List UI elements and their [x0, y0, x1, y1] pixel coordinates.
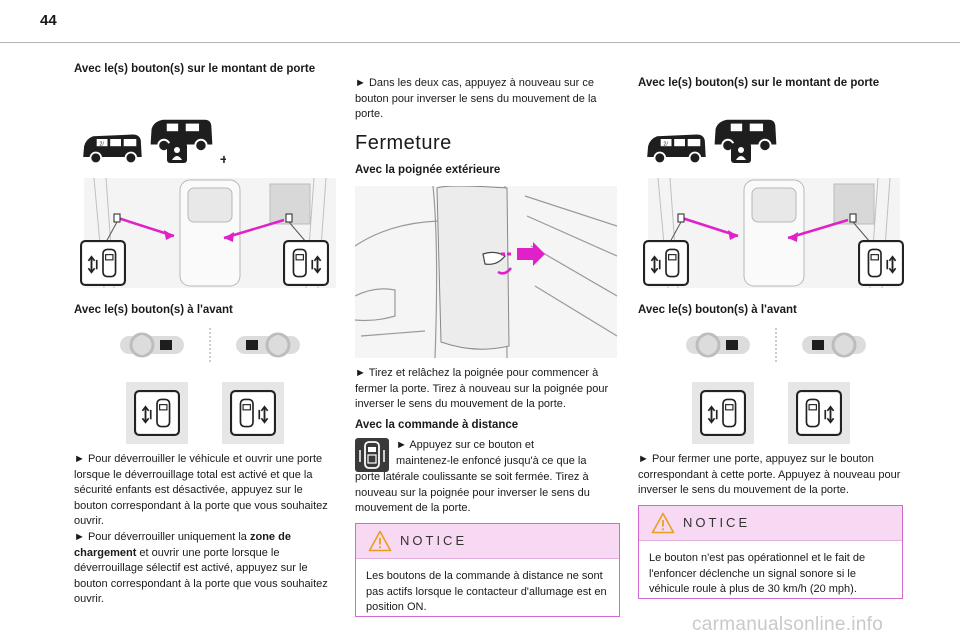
- remote-instructions-line1: ► Appuyez sur ce bouton et: [396, 439, 535, 451]
- heading-remote-control: Avec la commande à distance: [355, 419, 519, 431]
- left-column: Avec le(s) bouton(s) sur le montant de p…: [74, 62, 336, 77]
- van-models-illustration: +: [82, 118, 226, 167]
- front-button-left-icon-2: [692, 382, 754, 444]
- heading-outer-handle: Avec la poignée extérieure: [355, 164, 501, 176]
- outer-handle-illustration: [355, 186, 617, 358]
- notice-text: Les boutons de la commande à distance ne…: [366, 570, 607, 613]
- front-button-left-icon: [126, 382, 188, 444]
- page-number: 44: [40, 12, 57, 29]
- load-zone-instructions: ► Pour déverrouiller uniquement la zone …: [74, 531, 328, 605]
- remote-instructions-line2: maintenez-le enfoncé jusqu'à ce que la: [396, 455, 587, 467]
- svg-text:+: +: [220, 151, 226, 167]
- van-models-illustration-2: +: [646, 118, 778, 167]
- door-button-right-icon-2: [858, 240, 904, 286]
- heading-front-buttons: Avec le(s) bouton(s) à l'avant: [74, 304, 233, 316]
- front-button-right-icon: [222, 382, 284, 444]
- dashboard-steering-illustration-2: [686, 328, 866, 362]
- unlock-instructions: ► Pour déverrouiller le véhicule et ouvr…: [74, 453, 328, 527]
- heading-pillar-buttons: Avec le(s) bouton(s) sur le montant de p…: [74, 63, 316, 75]
- section-title-closing: Fermeture: [355, 132, 452, 154]
- notice-header: NOTICE: [356, 524, 619, 559]
- heading-front-buttons-close: Avec le(s) bouton(s) à l'avant: [638, 304, 797, 316]
- notice-text-2: Le bouton n'est pas opérationnel et le f…: [649, 552, 866, 595]
- door-button-left-icon: [80, 240, 126, 286]
- reverse-direction-note: ► Dans les deux cas, appuyez à nouveau s…: [355, 77, 597, 120]
- warning-icon: [368, 530, 392, 552]
- child-lock-icon-2: [731, 143, 751, 163]
- notice-header-2: NOTICE: [639, 506, 902, 541]
- notice-box-speed: NOTICE Le bouton n'est pas opérationnel …: [638, 505, 903, 599]
- front-button-right-icon-2: [788, 382, 850, 444]
- dashboard-steering-illustration: [120, 328, 300, 362]
- door-button-right-icon: [283, 240, 329, 286]
- notice-title: NOTICE: [400, 533, 468, 548]
- close-door-instructions: ► Pour fermer une porte, appuyez sur le …: [638, 453, 901, 496]
- watermark-text: carmanualsonline.info: [692, 614, 884, 635]
- remote-key-icon: [355, 438, 389, 472]
- child-lock-icon: [167, 143, 187, 163]
- handle-closing-instructions: ► Tirez et relâchez la poignée pour comm…: [355, 367, 609, 410]
- door-button-left-icon-2: [643, 240, 689, 286]
- heading-pillar-buttons-close: Avec le(s) bouton(s) sur le montant de p…: [638, 77, 880, 89]
- warning-icon-2: [651, 512, 675, 534]
- header-divider: [0, 42, 960, 43]
- notice-title-2: NOTICE: [683, 515, 751, 530]
- door-pillar-buttons-illustration-2: [648, 178, 900, 288]
- remote-instructions-line3: porte latérale coulissante se soit fermé…: [355, 471, 590, 514]
- notice-box-remote: NOTICE Les boutons de la commande à dist…: [355, 523, 620, 617]
